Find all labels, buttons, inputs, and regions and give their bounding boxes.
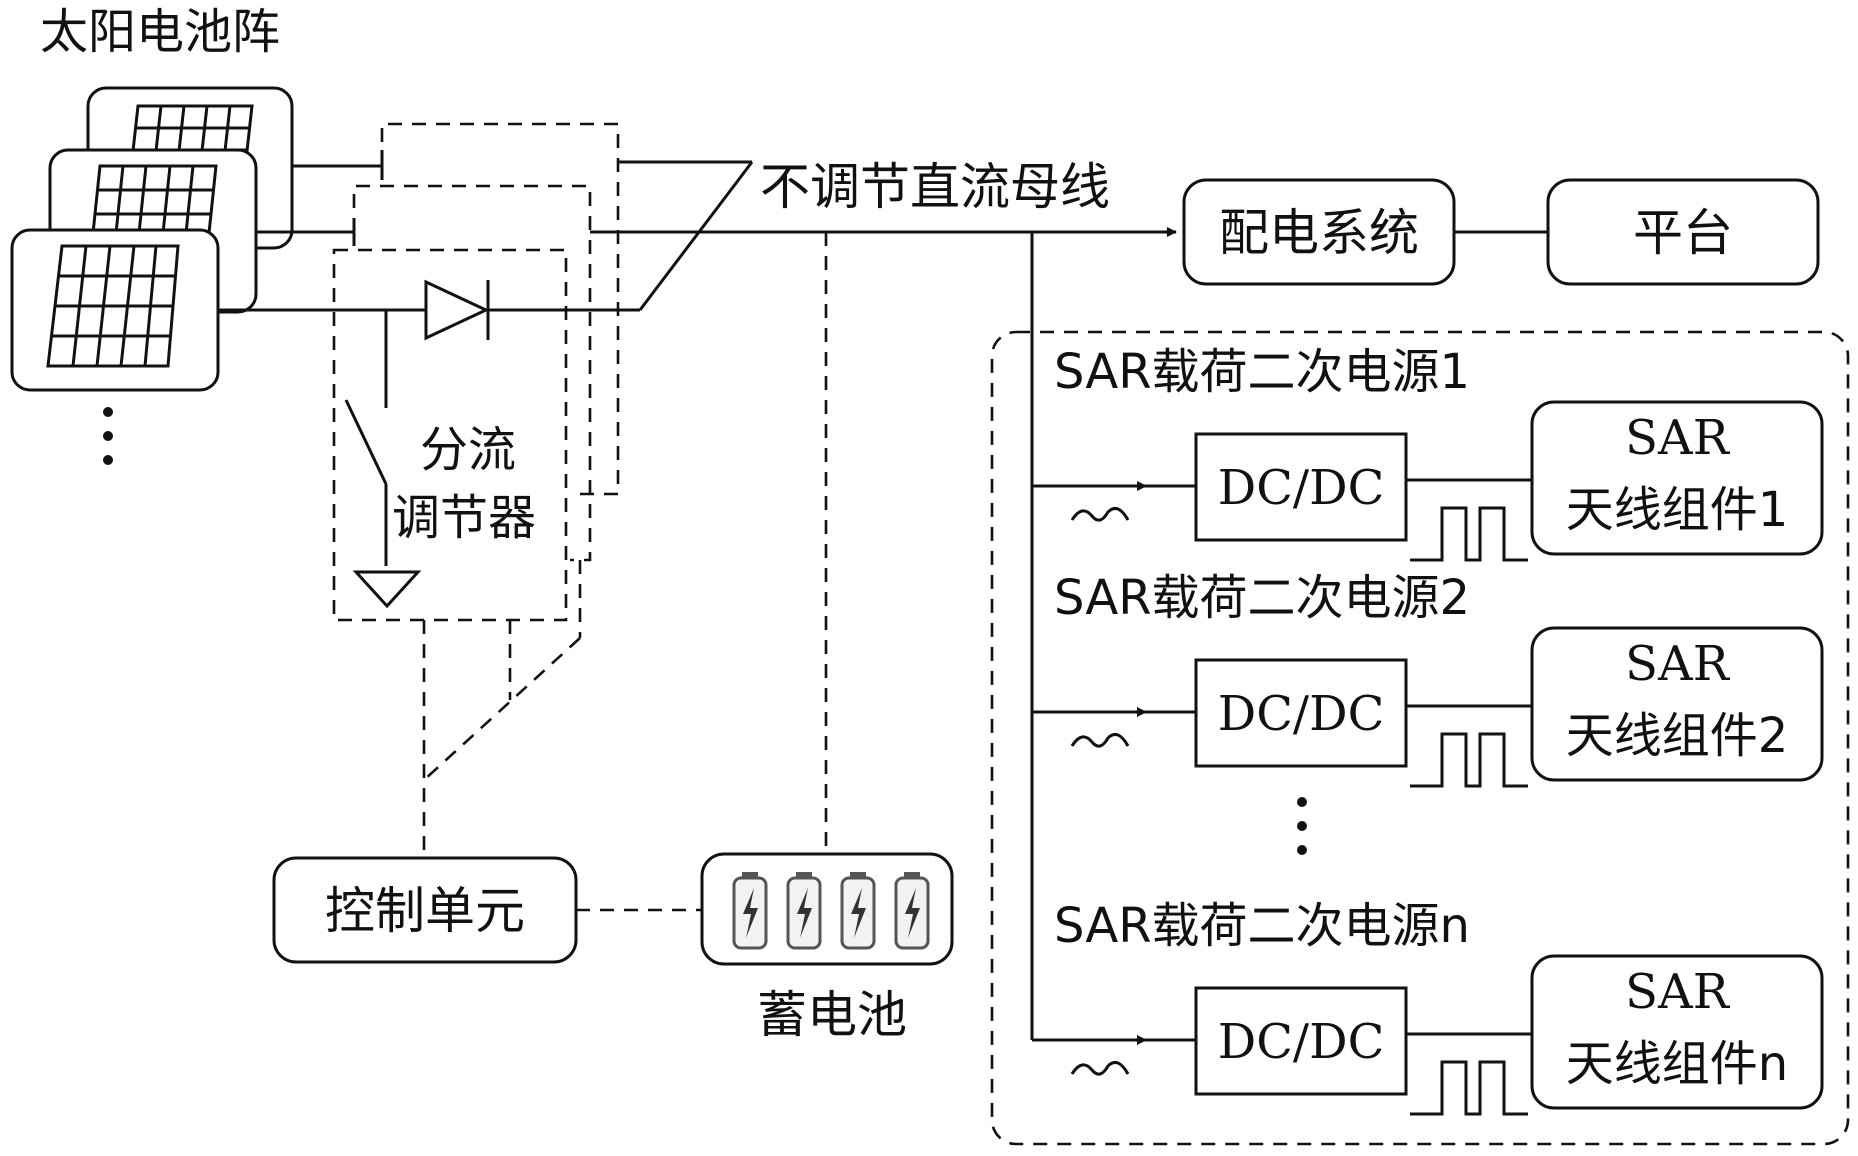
dcdc-converter-box [1194,432,1408,542]
ellipsis-icon [103,407,113,465]
sar-module-title: SAR载荷二次电源1 [1054,344,1470,400]
shunt-regulator-label: 分流 [420,422,516,478]
diode-icon [424,279,490,341]
solar-array-label: 太阳电池阵 [40,4,280,60]
pulse-waveform-icon [1410,506,1528,562]
dcdc-label: DC/DC [1218,1014,1385,1070]
sar-antenna-label: 天线组件1 [1566,482,1789,538]
battery-cell-icon [732,872,768,950]
sar-antenna-label: 天线组件2 [1566,708,1789,764]
sar-antenna-box [1530,626,1824,782]
dcdc-converter-box [1194,986,1408,1096]
battery-cell-icon [840,872,876,950]
sar-antenna-box [1530,400,1824,556]
distribution-system-label: 配电系统 [1219,204,1419,262]
sar-antenna-label: SAR [1625,410,1731,466]
solar-panel-icon [10,228,220,392]
sar-payload-frame [990,330,1850,1146]
ellipsis-icon [1297,797,1307,855]
sar-antenna-box [1530,954,1824,1110]
sar-module-title: SAR载荷二次电源n [1054,898,1470,954]
pulse-waveform-icon [1410,732,1528,788]
ripple-icon [1070,1060,1130,1076]
shunt-regulator-label: 调节器 [392,490,536,546]
ripple-icon [1070,732,1130,748]
battery-label: 蓄电池 [757,986,907,1044]
ground-icon [352,570,422,609]
battery-cell-icon [786,872,822,950]
battery-cell-icon [894,872,930,950]
ripple-icon [1070,506,1130,522]
pulse-waveform-icon [1410,1060,1528,1116]
sar-antenna-label: SAR [1625,964,1731,1020]
dcdc-converter-box [1194,658,1408,768]
sar-antenna-label: SAR [1625,636,1731,692]
platform-label: 平台 [1633,204,1733,262]
sar-module-title: SAR载荷二次电源2 [1054,570,1470,626]
sar-antenna-label: 天线组件n [1566,1036,1788,1092]
platform-box [1546,178,1820,286]
dcdc-label: DC/DC [1218,686,1385,742]
switch-icon [344,310,388,566]
dcdc-label: DC/DC [1218,460,1385,516]
control-unit-label: 控制单元 [325,882,525,940]
bus-label: 不调节直流母线 [760,158,1110,216]
